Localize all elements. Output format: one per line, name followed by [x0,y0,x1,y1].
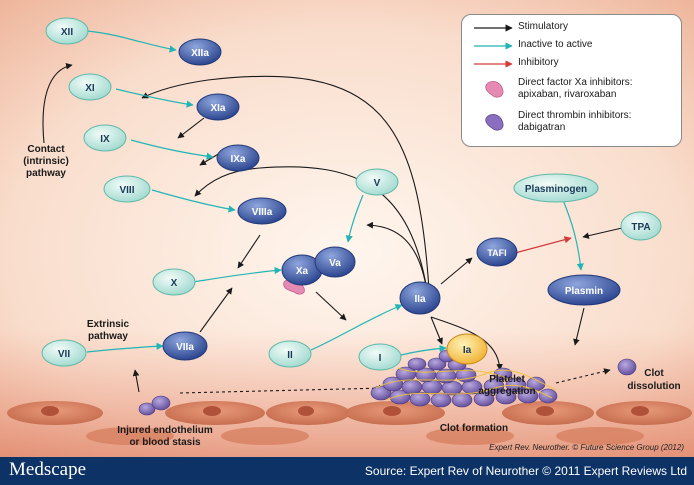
svg-text:IXa: IXa [230,154,245,165]
svg-text:IX: IX [100,134,110,145]
svg-text:Plasminogen: Plasminogen [525,184,587,195]
tpa: TPA [620,211,662,241]
svg-text:TAFI: TAFI [487,248,506,258]
platelet-aggregation-label-line1: Platelet [489,374,525,385]
svg-text:X: X [171,278,178,289]
factor-ixa: IXa [216,144,260,172]
inactive-to-active-arrows [86,30,584,356]
factor-xii: XII [45,17,89,45]
legend-thrombin-inhibitors-line1: Direct thrombin inhibitors: [518,110,632,121]
injured-endothelium-label-line1: Injured endothelium [117,425,213,436]
legend-inhibitory: Inhibitory [472,57,559,71]
factor-xiia: XIIa [178,38,222,66]
platelet-aggregation-label-line2: aggregation [478,386,535,397]
legend-xa-inhibitors-line1: Direct factor Xa inhibitors: [518,77,633,88]
dashed-arrows [179,368,611,394]
extrinsic-pathway-label-line1: Extrinsic [87,319,130,330]
svg-text:VII: VII [58,349,70,360]
factor-xia: XIa [196,93,240,121]
svg-text:Ia: Ia [463,345,472,356]
injured-endothelium-label-line2: or blood stasis [129,437,201,448]
clot-dissolution-label-line1: Clot [644,368,664,379]
factor-viia: VIIa [162,331,208,361]
factor-tafi: TAFI [476,237,518,267]
factor-vii: VII [41,339,87,367]
contact-pathway-label-line2: (intrinsic) [23,156,69,167]
fibrin-strands [375,367,557,401]
contact-pathway-label-line1: Contact [27,144,65,155]
factor-xi: XI [68,73,112,101]
legend-stimulatory-label: Stimulatory [518,21,569,32]
legend-inactive-active: Inactive to active [472,39,592,53]
dissolving-platelet [617,358,637,376]
inhibitory-arrow [514,236,572,254]
factor-ia: Ia [446,333,488,365]
clot-dissolution-label-line2: dissolution [627,381,680,392]
factor-xa: Xa [281,254,323,286]
svg-text:VIII: VIII [119,185,134,196]
legend-xa-inhibitors: Direct factor Xa inhibitors: apixaban, r… [472,77,633,101]
figure-credit: Expert Rev. Neurother. © Future Science … [489,443,684,452]
svg-text:Va: Va [329,258,341,269]
factor-viii: VIII [103,175,151,203]
svg-text:TPA: TPA [631,222,650,233]
injured-platelets [138,395,171,416]
svg-text:II: II [287,350,293,361]
svg-text:VIIIa: VIIIa [252,207,273,218]
legend-thrombin-inhibitors-line2: dabigatran [518,122,566,133]
svg-text:VIIa: VIIa [176,342,194,353]
medscape-logo[interactable]: Medscape [9,459,87,480]
source-text: Source: Expert Rev of Neurother © 2011 E… [364,464,687,478]
thrombin-inhibitor-icon [485,114,504,131]
legend-stimulatory: Stimulatory [472,21,568,35]
svg-text:Xa: Xa [296,266,309,277]
legend-inhibitory-label: Inhibitory [518,57,559,68]
endothelial-cell-layer [7,401,692,445]
plasminogen: Plasminogen [513,173,599,203]
xa-inhibitor-icon [485,81,504,98]
factor-ii: II [268,340,312,368]
legend-inactive-active-label: Inactive to active [518,39,593,50]
plasmin: Plasmin [547,274,621,306]
svg-text:V: V [374,178,381,189]
svg-text:XIa: XIa [210,103,225,114]
factor-v: V [355,168,399,196]
factor-ix: IX [83,124,127,152]
svg-text:XIIa: XIIa [191,48,209,59]
legend-xa-inhibitors-line2: apixaban, rivaroxaban [518,89,617,100]
legend-thrombin-inhibitors: Direct thrombin inhibitors: dabigatran [472,110,631,134]
svg-text:XII: XII [61,27,73,38]
svg-text:XI: XI [85,83,95,94]
contact-pathway-label-line3: pathway [26,168,66,179]
svg-text:I: I [379,353,382,364]
factor-iia: IIa [399,281,441,315]
svg-text:IIa: IIa [414,294,426,305]
svg-text:Plasmin: Plasmin [565,286,603,297]
factor-x: X [152,268,196,296]
factor-va: Va [314,246,356,278]
extrinsic-pathway-label-line2: pathway [88,331,128,342]
clot-formation-label: Clot formation [440,423,508,434]
footer-bar: Medscape Source: Expert Rev of Neurother… [0,457,694,485]
factor-i: I [358,343,402,371]
factor-viiia: VIIIa [237,197,287,225]
legend: Stimulatory Inactive to active Inhibitor… [461,14,682,147]
